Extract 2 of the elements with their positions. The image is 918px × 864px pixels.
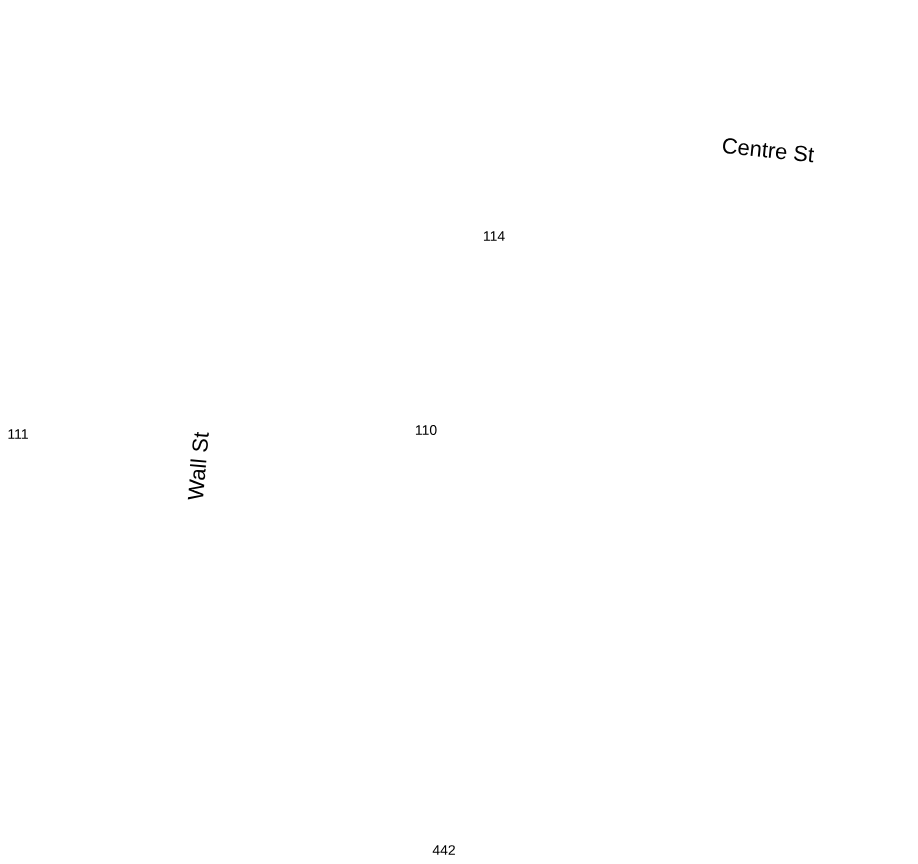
street-name: Centre St xyxy=(723,138,815,163)
street-name: Wall St xyxy=(187,431,209,500)
